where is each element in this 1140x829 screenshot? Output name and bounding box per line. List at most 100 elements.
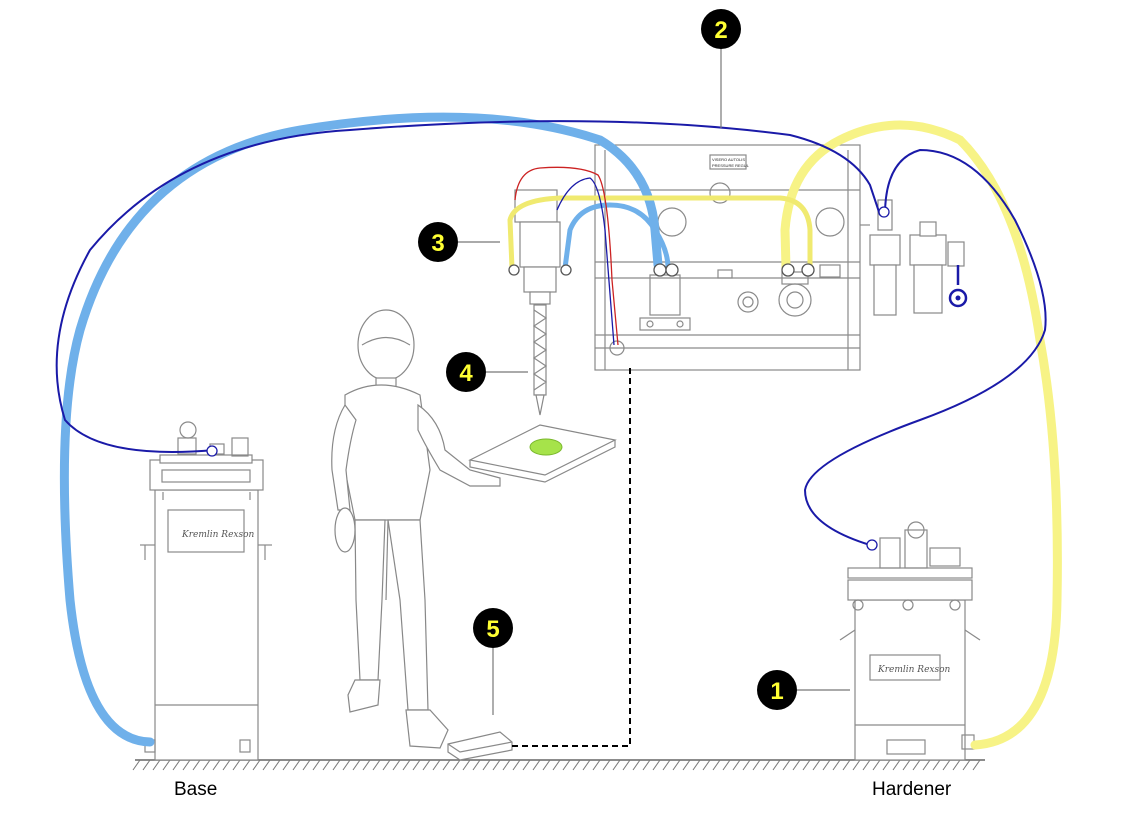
floor-hatch-mark bbox=[812, 759, 821, 771]
base-tank: Kremlin Rexson bbox=[140, 421, 272, 761]
floor-hatch-mark bbox=[672, 759, 681, 771]
floor-hatch-mark bbox=[522, 759, 531, 771]
floor-hatch-mark bbox=[322, 759, 331, 771]
floor-hatch-mark bbox=[372, 759, 381, 771]
callout-4-number: 4 bbox=[459, 360, 473, 387]
floor-hatch-mark bbox=[272, 759, 281, 771]
hardener-hoses bbox=[507, 120, 1062, 750]
floor-hatch-mark bbox=[752, 759, 761, 771]
callout-3: 3 bbox=[418, 222, 458, 262]
floor-hatch-mark bbox=[462, 759, 471, 771]
floor-hatch-mark bbox=[762, 759, 771, 771]
floor-hatch-mark bbox=[872, 759, 881, 771]
floor-hatch-mark bbox=[312, 759, 321, 771]
floor-hatch-mark bbox=[972, 759, 981, 771]
floor-hatch-mark bbox=[852, 759, 861, 771]
floor-hatch-mark bbox=[302, 759, 311, 771]
work-tray bbox=[468, 424, 617, 483]
floor-hatch-mark bbox=[592, 759, 601, 771]
callout-leaders bbox=[458, 48, 850, 715]
floor-hatch-mark bbox=[482, 759, 491, 771]
floor-hatch-mark bbox=[342, 759, 351, 771]
hose-fittings bbox=[206, 206, 890, 551]
floor-hatch-mark bbox=[802, 759, 811, 771]
floor-hatch-mark bbox=[202, 759, 211, 771]
product-dot bbox=[529, 438, 563, 456]
floor-hatch-mark bbox=[882, 759, 891, 771]
floor-hatch-mark bbox=[212, 759, 221, 771]
floor-hatch-mark bbox=[782, 759, 791, 771]
floor-hatch-mark bbox=[572, 759, 581, 771]
floor-hatch-mark bbox=[382, 759, 391, 771]
floor-hatch-mark bbox=[922, 759, 931, 771]
air-lines bbox=[55, 120, 1047, 546]
floor-hatch-mark bbox=[362, 759, 371, 771]
callout-1-number: 1 bbox=[770, 678, 783, 705]
floor-hatch-mark bbox=[452, 759, 461, 771]
floor-hatch-mark bbox=[552, 759, 561, 771]
floor-hatch-mark bbox=[142, 759, 151, 771]
floor-hatch-mark bbox=[412, 759, 421, 771]
floor-hatch-mark bbox=[932, 759, 941, 771]
floor bbox=[132, 759, 985, 771]
floor-hatch-mark bbox=[292, 759, 301, 771]
pedal-signal-line bbox=[512, 365, 631, 747]
svg-text:PRESSURE REGUL: PRESSURE REGUL bbox=[712, 163, 750, 168]
hardener-tank: Kremlin Rexson bbox=[839, 521, 981, 761]
floor-hatch-mark bbox=[132, 759, 141, 771]
callout-1: 1 bbox=[757, 670, 797, 710]
callout-5-number: 5 bbox=[486, 616, 499, 643]
floor-hatch-mark bbox=[772, 759, 781, 771]
floor-hatch-mark bbox=[562, 759, 571, 771]
callout-5: 5 bbox=[473, 608, 513, 648]
svg-text:VISERO AUTOLIS: VISERO AUTOLIS bbox=[712, 157, 745, 162]
floor-hatch-mark bbox=[832, 759, 841, 771]
operator-figure bbox=[331, 309, 501, 749]
floor-hatch-mark bbox=[652, 759, 661, 771]
floor-hatch-mark bbox=[472, 759, 481, 771]
floor-hatch-mark bbox=[352, 759, 361, 771]
callout-2: 2 bbox=[701, 9, 741, 49]
floor-hatch-mark bbox=[332, 759, 341, 771]
floor-hatch-mark bbox=[242, 759, 251, 771]
floor-hatch-mark bbox=[162, 759, 171, 771]
floor-hatch-mark bbox=[622, 759, 631, 771]
dispense-head bbox=[514, 189, 561, 416]
air-filter-regulators bbox=[860, 199, 965, 316]
callout-2-number: 2 bbox=[714, 17, 727, 44]
floor-hatch-mark bbox=[602, 759, 611, 771]
floor-hatch-mark bbox=[402, 759, 411, 771]
floor-hatch-mark bbox=[262, 759, 271, 771]
floor-hatch-mark bbox=[792, 759, 801, 771]
floor-hatch-mark bbox=[422, 759, 431, 771]
floor-hatch-mark bbox=[682, 759, 691, 771]
signal-wires bbox=[514, 166, 619, 346]
floor-hatch-mark bbox=[942, 759, 951, 771]
floor-hatch-mark bbox=[712, 759, 721, 771]
hardener-tank-logo: Kremlin Rexson bbox=[877, 665, 951, 675]
static-mixer bbox=[532, 304, 548, 416]
floor-hatch-mark bbox=[732, 759, 741, 771]
floor-hatch-mark bbox=[192, 759, 201, 771]
hardener-label: Hardener bbox=[872, 779, 952, 800]
base-tank-logo: Kremlin Rexson bbox=[181, 530, 255, 540]
floor-hatch-mark bbox=[722, 759, 731, 771]
floor-hatch-mark bbox=[702, 759, 711, 771]
floor-hatch-mark bbox=[962, 759, 971, 771]
floor-hatch-mark bbox=[642, 759, 651, 771]
floor-hatch-mark bbox=[542, 759, 551, 771]
base-label: Base bbox=[174, 779, 217, 800]
floor-hatch-mark bbox=[492, 759, 501, 771]
floor-hatch-mark bbox=[742, 759, 751, 771]
floor-hatch-mark bbox=[222, 759, 231, 771]
floor-hatch-mark bbox=[432, 759, 441, 771]
floor-hatch-mark bbox=[392, 759, 401, 771]
floor-hatch-mark bbox=[252, 759, 261, 771]
floor-hatch-mark bbox=[172, 759, 181, 771]
floor-hatch-mark bbox=[512, 759, 521, 771]
floor-hatch-mark bbox=[892, 759, 901, 771]
floor-hatch-mark bbox=[692, 759, 701, 771]
floor-hatch-mark bbox=[612, 759, 621, 771]
